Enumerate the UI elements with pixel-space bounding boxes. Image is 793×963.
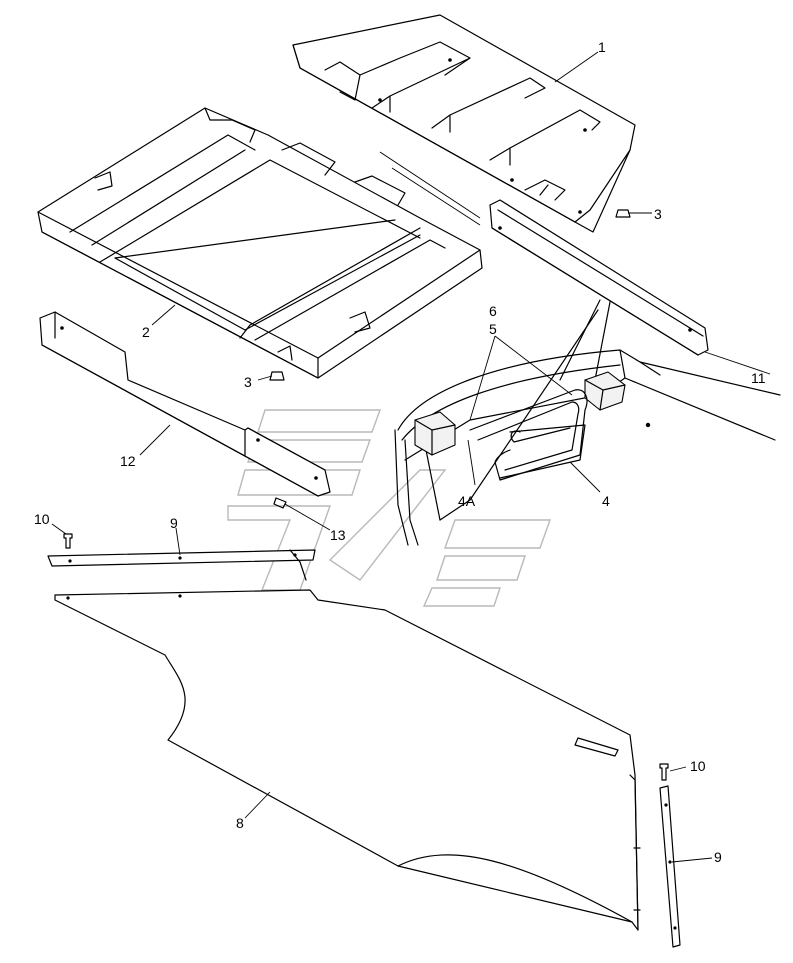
part-9-mounting-strip-upper [47,549,316,581]
part-2-seat-base-panel [37,107,483,379]
callout-9-lower: 9 [714,849,722,865]
callout-labels: 1 2 3 3 4 4A 5 6 8 9 9 10 10 11 12 13 [34,39,766,865]
callout-2: 2 [142,324,150,340]
callout-5: 5 [489,321,497,337]
callout-13: 13 [330,527,346,543]
watermark-logo [227,409,551,607]
part-9-mounting-strip-lower [659,785,681,948]
callout-1: 1 [598,39,606,55]
part-3-clip-upper [615,209,631,218]
callout-9-upper: 9 [170,515,178,531]
part-8-floor-mat [54,589,641,931]
part-10-screw-upper [63,533,73,549]
callout-3-upper: 3 [654,206,662,222]
callout-4a: 4A [458,493,476,509]
callout-8: 8 [236,815,244,831]
part-1-seat-base-panel [292,14,636,233]
part-3-clip-lower [269,371,285,381]
callout-4: 4 [602,493,610,509]
leader-lines [51,51,771,863]
callout-11: 11 [751,370,766,386]
callout-3-lower: 3 [244,374,252,390]
seat-frame-assembly [394,299,781,546]
part-13-fastener [273,497,287,509]
part-10-screw-lower [659,763,669,781]
callout-10-lower: 10 [690,758,706,774]
part-12-front-trim [39,311,331,497]
callout-12: 12 [120,453,136,469]
part-11-side-trim [379,151,709,356]
callout-6: 6 [489,303,497,319]
part-4-handle [469,389,588,481]
callout-10-upper: 10 [34,511,50,527]
